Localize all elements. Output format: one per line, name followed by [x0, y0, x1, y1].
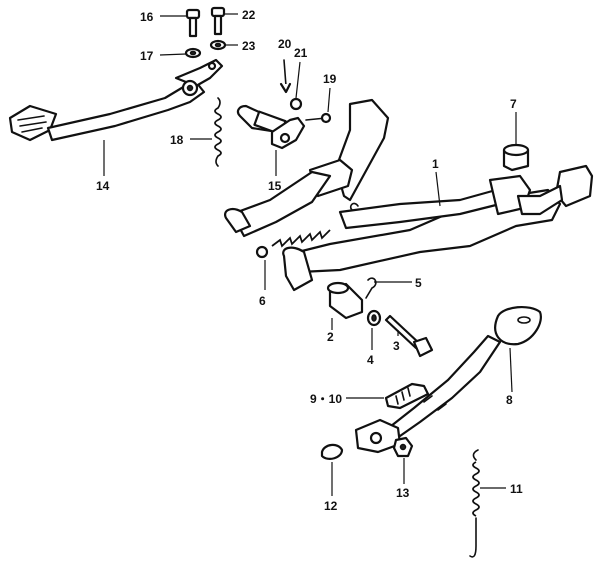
nut-13-part — [392, 436, 414, 458]
pin-19-part — [305, 112, 332, 124]
washer-21-part — [289, 97, 303, 111]
callout-14: 14 — [96, 179, 110, 193]
bolt-3-part — [384, 314, 434, 358]
switch-9-10-part — [384, 382, 430, 410]
callout-18: 18 — [170, 133, 184, 147]
callout-12: 12 — [324, 499, 338, 513]
callout-20: 20 — [278, 37, 292, 51]
callout-4: 4 — [367, 353, 374, 367]
bolt-22-part — [210, 6, 226, 36]
callout-21: 21 — [294, 46, 308, 60]
spring-18-part — [214, 97, 222, 167]
callout-16: 16 — [140, 10, 154, 24]
callout-19: 19 — [323, 72, 337, 86]
cotter-pin-5-part — [365, 277, 377, 299]
callout-23: 23 — [242, 39, 256, 53]
callout-7: 7 — [510, 97, 517, 111]
callout-13: 13 — [396, 486, 410, 500]
callout-9-10: 9・10 — [310, 392, 342, 406]
spring-6-part — [255, 229, 331, 259]
callout-15: 15 — [268, 179, 282, 193]
callout-8: 8 — [506, 393, 513, 407]
washer-23-part — [209, 39, 227, 51]
callout-3: 3 — [393, 339, 400, 353]
callout-1: 1 — [432, 157, 439, 171]
bolt-12-part — [320, 443, 344, 460]
collar-2-part — [326, 281, 364, 320]
callout-2: 2 — [327, 330, 334, 344]
brake-pedal-part — [8, 58, 224, 142]
callout-22: 22 — [242, 8, 256, 22]
side-stand-part — [354, 306, 542, 454]
callout-11: 11 — [510, 482, 523, 496]
callout-5: 5 — [415, 276, 422, 290]
switch-15-part — [236, 104, 306, 150]
center-stand-frame-part — [224, 98, 594, 292]
leader-lines — [103, 13, 517, 496]
callout-17: 17 — [140, 49, 154, 63]
washer-17-part — [184, 47, 202, 59]
pin-20-part — [279, 59, 292, 94]
callout-6: 6 — [259, 294, 266, 308]
spring-11-part — [469, 449, 480, 558]
washer-4-part — [366, 309, 382, 327]
stopper-7-part — [502, 143, 530, 172]
bolt-16-part — [185, 8, 201, 38]
